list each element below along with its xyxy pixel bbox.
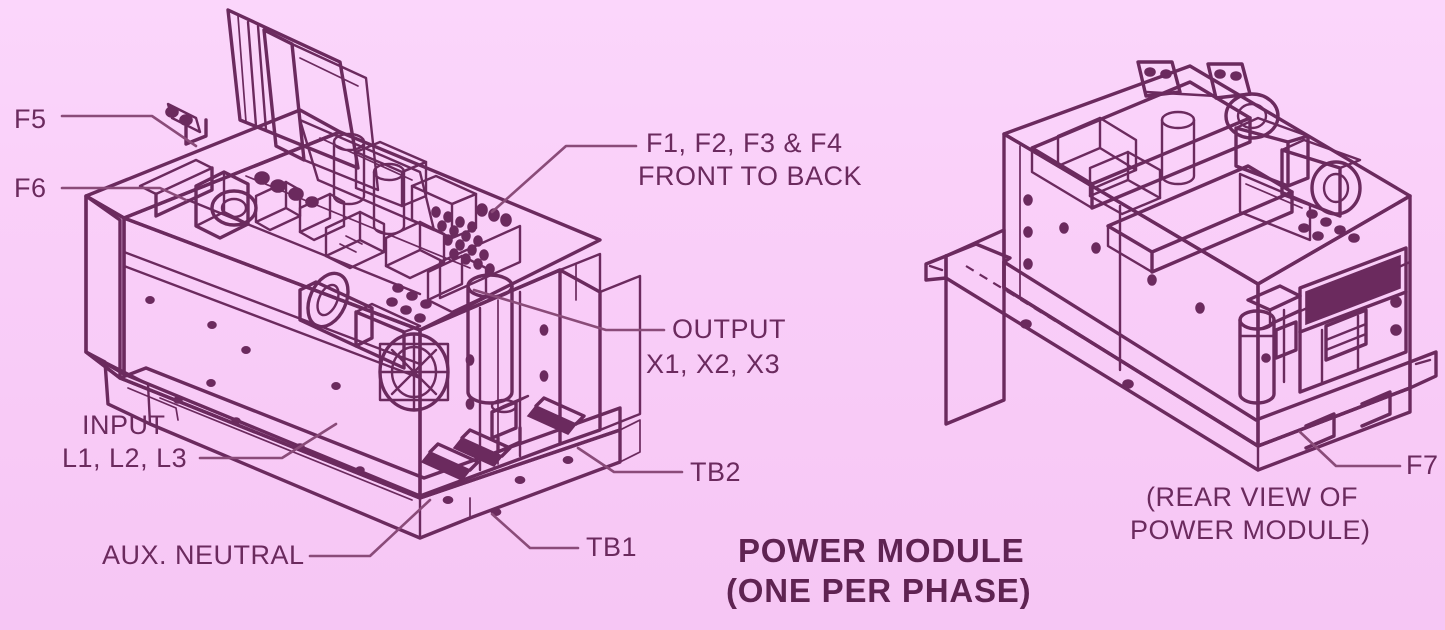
terminal-blocks	[420, 394, 586, 481]
leader-tb2	[576, 446, 684, 474]
label-input-line2: L1, L2, L3	[62, 443, 188, 473]
rear-right-face-detail	[1238, 246, 1408, 405]
figure-title-line2: (ONE PER PHASE)	[726, 572, 1032, 609]
label-f1-f4-line2: FRONT TO BACK	[638, 161, 863, 191]
label-aux-neutral: AUX. NEUTRAL	[102, 540, 305, 570]
leader-lines	[60, 114, 1402, 558]
figure-title-line1: POWER MODULE	[738, 532, 1025, 569]
label-f7: F7	[1406, 450, 1439, 480]
leader-f1-f4	[490, 144, 638, 214]
leader-f7	[1298, 430, 1402, 468]
leader-f6	[60, 186, 188, 202]
label-output-line1: OUTPUT	[672, 314, 786, 344]
left-rail-components	[138, 102, 346, 242]
chassis-top-deck	[122, 130, 602, 332]
label-rear-view-line1: (REAR VIEW OF	[1146, 482, 1359, 512]
left-module-assembly	[84, 8, 642, 540]
label-f1-f4-line1: F1, F2, F3 & F4	[646, 128, 843, 158]
leader-tb1	[490, 512, 580, 550]
base-plate	[84, 194, 641, 540]
right-module-rear-view	[924, 60, 1438, 472]
label-tb2: TB2	[690, 457, 742, 487]
hinged-panel	[226, 8, 380, 192]
label-input-line1: INPUT	[82, 410, 166, 440]
leader-output	[472, 288, 666, 332]
leader-input	[198, 422, 338, 460]
leader-aux-neutral	[308, 498, 432, 558]
center-cylinder-assembly	[298, 271, 450, 412]
label-f6: F6	[14, 173, 47, 203]
internal-components	[324, 210, 522, 405]
top-components	[298, 118, 512, 275]
leader-f5	[60, 114, 198, 148]
label-rear-view-line2: POWER MODULE)	[1130, 515, 1371, 545]
label-f5: F5	[14, 104, 47, 134]
rear-deck-components	[1056, 60, 1362, 243]
label-output-line2: X1, X2, X3	[646, 349, 781, 379]
right-riser	[558, 252, 602, 301]
label-tb1: TB1	[586, 532, 638, 562]
